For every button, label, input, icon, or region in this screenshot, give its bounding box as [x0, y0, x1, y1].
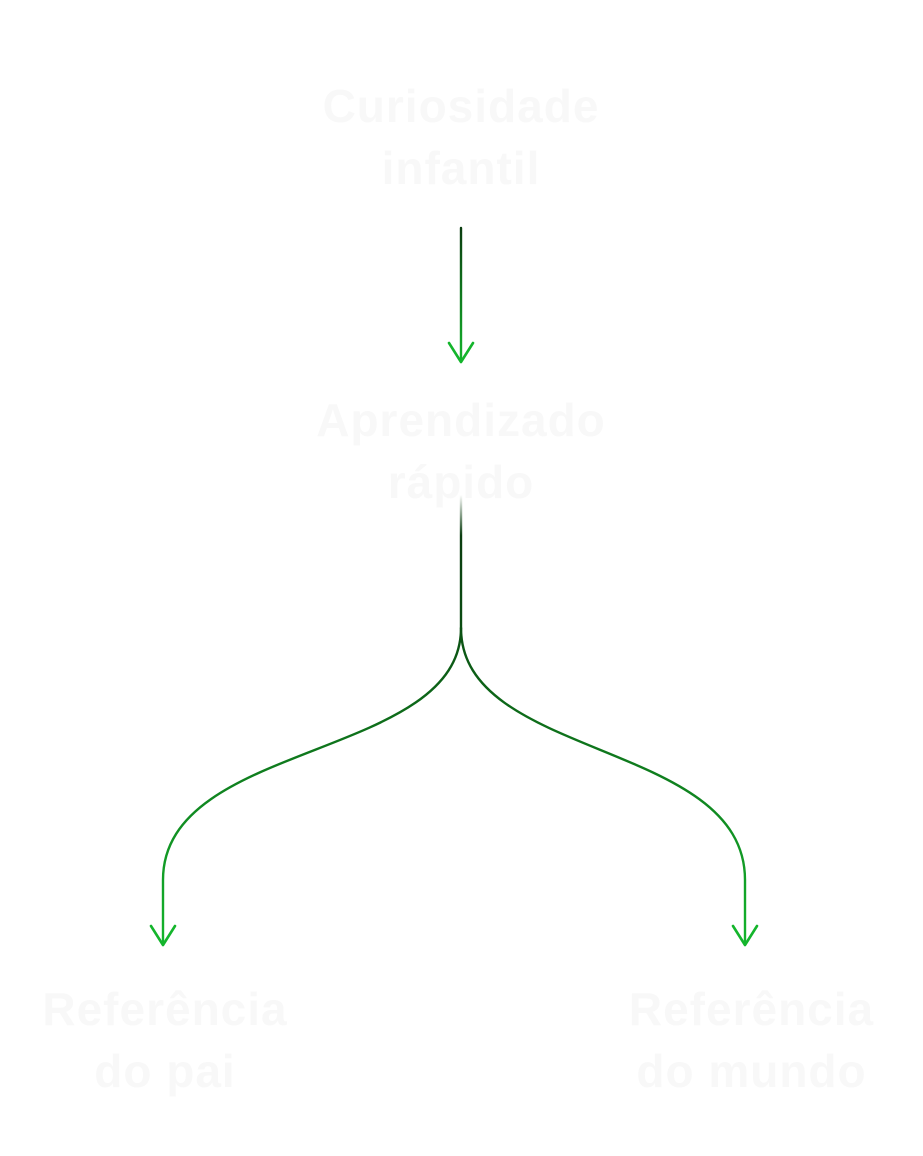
edge-middle-to-left	[149, 626, 463, 947]
arrowhead-left	[149, 924, 177, 947]
edge-top-to-middle	[447, 226, 475, 364]
node-top-line1: Curiosidade	[322, 80, 600, 132]
node-middle-line2: rápido	[387, 456, 535, 508]
node-top-line2: infantil	[381, 142, 541, 194]
node-aprendizado-rapido: Aprendizado rápido	[261, 389, 661, 513]
node-middle-line1: Aprendizado	[316, 394, 606, 446]
arrowhead-middle	[447, 341, 475, 364]
node-referencia-do-mundo: Referência do mundo	[590, 978, 913, 1102]
node-right-line2: do mundo	[636, 1045, 867, 1097]
node-left-line1: Referência	[42, 983, 288, 1035]
node-curiosidade-infantil: Curiosidade infantil	[261, 75, 661, 199]
edge-middle-to-right	[459, 626, 759, 947]
arrowhead-right	[731, 924, 759, 947]
node-right-line1: Referência	[628, 983, 875, 1035]
node-referencia-do-pai: Referência do pai	[10, 978, 320, 1102]
node-left-line2: do pai	[94, 1045, 236, 1097]
